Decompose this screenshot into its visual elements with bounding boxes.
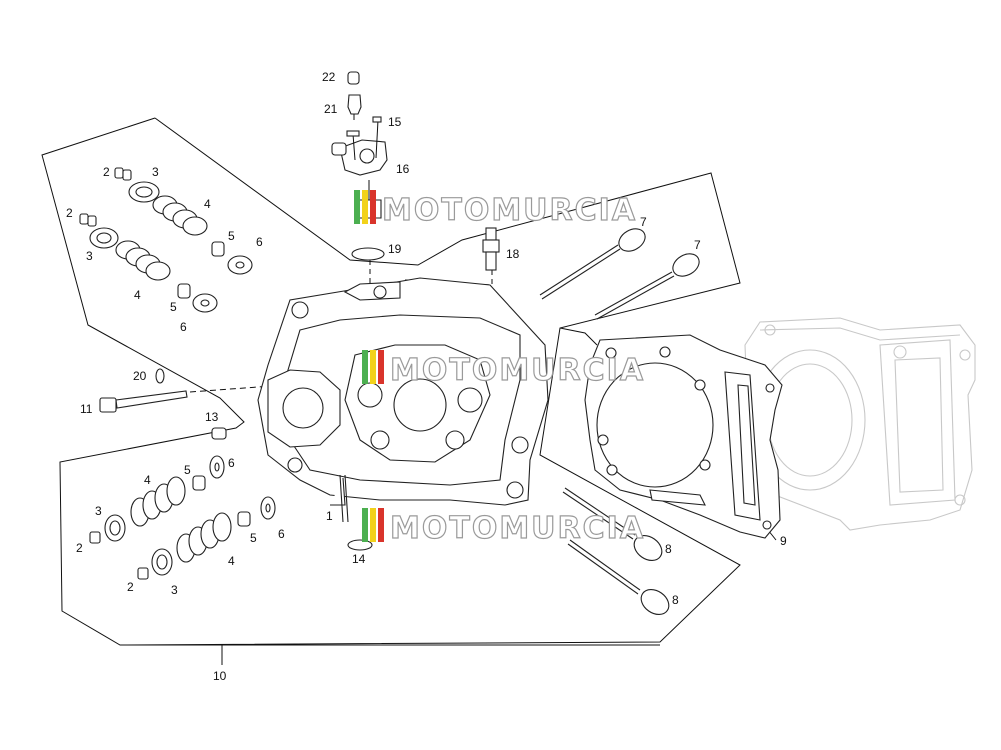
- label-5-u2: 5: [170, 300, 177, 314]
- watermark-text-1: MOTOMURCIA: [382, 193, 637, 228]
- valve-exhaust-1: [562, 487, 663, 562]
- label-4-u2: 4: [134, 288, 141, 302]
- lower-valve-kit: [89, 455, 276, 580]
- label-6-u2: 6: [180, 320, 187, 334]
- watermark-2: MOTOMURCIA: [362, 350, 645, 389]
- o-ring-14: [347, 539, 373, 551]
- label-5-u1: 5: [228, 229, 235, 243]
- label-11: 11: [80, 402, 93, 416]
- dowel-pin-13: [211, 427, 227, 440]
- valve-intake-2: [594, 253, 700, 320]
- label-3-u1: 3: [152, 165, 159, 179]
- o-ring-19: [351, 247, 385, 261]
- label-4-l1: 4: [144, 473, 151, 487]
- watermark-text-3: MOTOMURCIA: [390, 511, 645, 546]
- valve-intake-1: [539, 228, 646, 300]
- part-labels: 22 21 15 16 19 18 7 7 8 8 9 10 11 20 13 …: [66, 70, 787, 683]
- spring-upper-2: [115, 240, 171, 281]
- label-3-u2: 3: [86, 249, 93, 263]
- valve-exhaust-2: [567, 539, 670, 616]
- label-2-u2: 2: [66, 206, 73, 220]
- label-19: 19: [388, 242, 402, 256]
- label-21: 21: [324, 102, 338, 116]
- spring-upper-1: [152, 195, 208, 236]
- label-7b: 7: [694, 238, 701, 252]
- label-3-l2: 3: [171, 583, 178, 597]
- label-4-u1: 4: [204, 197, 211, 211]
- label-4-l2: 4: [228, 554, 235, 568]
- label-5-l1: 5: [184, 463, 191, 477]
- watermark-3: MOTOMURCIA: [362, 508, 645, 547]
- label-18: 18: [506, 247, 520, 261]
- watermark-text-2: MOTOMURCIA: [390, 353, 645, 388]
- label-15: 15: [388, 115, 402, 129]
- sensor-18: [482, 227, 500, 271]
- label-6-u1: 6: [256, 235, 263, 249]
- label-2-l1: 2: [76, 541, 83, 555]
- label-3-l1: 3: [95, 504, 102, 518]
- spring-lower-1: [130, 476, 186, 527]
- label-16: 16: [396, 162, 410, 176]
- label-2-l2: 2: [127, 580, 134, 594]
- thermostat: [356, 180, 382, 219]
- valve-kit-frame-upper: [41, 117, 741, 646]
- spring-lower-2: [176, 512, 232, 563]
- label-6-l2: 6: [278, 527, 285, 541]
- label-2-u1: 2: [103, 165, 110, 179]
- label-22: 22: [322, 70, 336, 84]
- label-6-l1: 6: [228, 456, 235, 470]
- label-7a: 7: [640, 215, 647, 229]
- label-14: 14: [352, 552, 366, 566]
- label-8b: 8: [672, 593, 679, 607]
- label-9: 9: [780, 534, 787, 548]
- label-1: 1: [326, 509, 333, 523]
- cylinder-head: [257, 277, 549, 523]
- frame-valve-right: [559, 327, 598, 346]
- label-10: 10: [213, 669, 227, 683]
- bolt-11: [99, 390, 188, 413]
- label-20: 20: [133, 369, 147, 383]
- upper-valve-kit: [79, 167, 253, 313]
- temperature-sensor: [347, 71, 362, 120]
- label-8a: 8: [665, 542, 672, 556]
- watermark-1: MOTOMURCIA: [354, 190, 637, 229]
- washer-20: [155, 368, 165, 384]
- thermostat-housing: [331, 116, 388, 176]
- label-13: 13: [205, 410, 219, 424]
- label-5-l2: 5: [250, 531, 257, 545]
- head-gasket: [584, 334, 783, 539]
